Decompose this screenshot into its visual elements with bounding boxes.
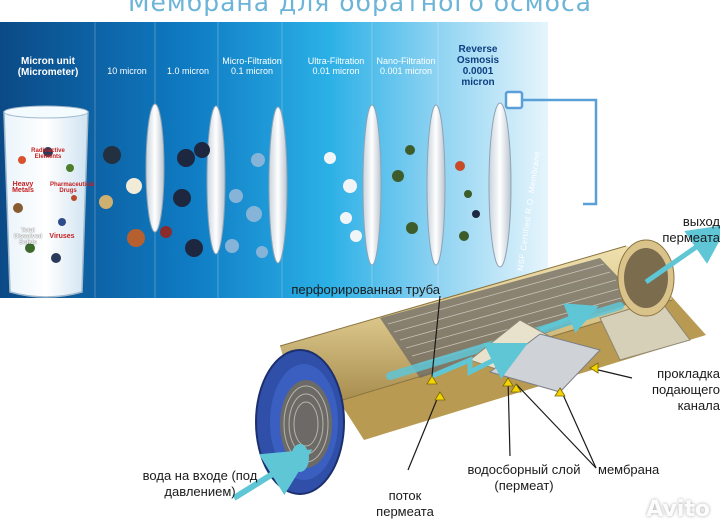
glass-label-heavy-metals: Heavy Metals <box>12 181 34 194</box>
callout-permeate-flow: поток пермеата <box>376 488 434 519</box>
avito-watermark: Avito <box>646 497 710 522</box>
callout-leader-arrowheads <box>426 362 599 401</box>
scale-col-1-micron: 1.0 micron <box>166 66 210 76</box>
callout-collection-layer: водосборный слой (пермеат) <box>467 462 581 493</box>
contaminant-particles <box>99 142 480 258</box>
glass-label-radioactive: Radioactive Elements <box>31 148 65 160</box>
callout-feed-spacer: прокладка подающего канала <box>651 366 720 413</box>
avito-logo-icon <box>594 496 614 516</box>
scale-col-10-micron: 10 micron <box>107 66 147 76</box>
scale-col-reverse-osmosis: Reverse Osmosis 0.0001 micron <box>456 44 500 88</box>
scale-col-micro-filtration: Micro-Filtration 0.1 micron <box>222 56 282 76</box>
water-glass-illustration <box>3 105 89 298</box>
glass-label-pharmaceutical: Pharmaceutical Drugs <box>50 182 95 194</box>
callout-leader-lines <box>407 295 633 471</box>
flow-arrows <box>232 224 720 501</box>
filter-discs <box>145 102 512 268</box>
page-title: Мембрана для обратного осмоса <box>127 0 593 17</box>
scale-col-ultra-filtration: Ultra-Filtration 0.01 micron <box>307 56 365 76</box>
glass-label-viruses: Viruses <box>49 233 75 240</box>
callout-membrane: мембрана <box>598 462 660 477</box>
glass-label-tds: Total Dissolved Solids <box>13 228 43 246</box>
connector-line <box>504 90 598 206</box>
membrane-cylinder <box>255 239 706 495</box>
callout-water-inlet: вода на входе (под давлением) <box>142 468 258 499</box>
callout-perforated-tube: перфорированная труба <box>291 282 440 297</box>
scale-col-nano-filtration: Nano-Filtration 0.001 micron <box>376 56 436 76</box>
micron-unit-label: Micron unit (Micrometer) <box>17 56 79 78</box>
callout-permeate-out: выход пермеата <box>662 214 720 245</box>
